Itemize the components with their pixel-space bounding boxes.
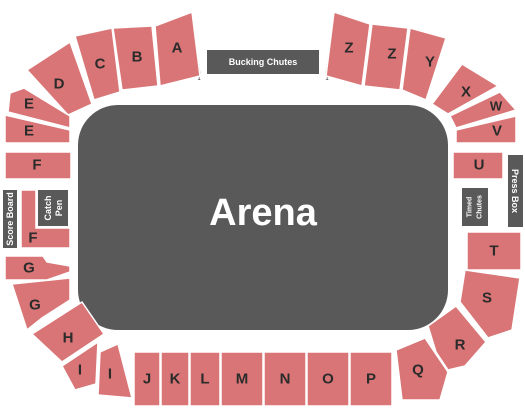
timed-chutes-label-2: Chutes [477,195,484,219]
catch-pen-label-2: Pen [54,200,64,217]
section-u[interactable] [452,151,504,180]
section-y[interactable] [401,27,447,102]
arena-label: Arena [209,192,318,234]
section-v[interactable] [455,115,517,144]
section-b[interactable] [112,25,159,91]
timed-chutes [462,188,488,226]
press-box-label: Press Box [510,169,520,213]
section-g-upper[interactable] [4,255,71,281]
section-i-left[interactable] [61,340,99,391]
section-s[interactable] [459,269,521,339]
catch-pen-label-1: Catch [43,195,53,220]
section-l[interactable] [189,351,221,407]
section-p[interactable] [349,351,393,407]
section-j[interactable] [133,351,161,407]
timed-chutes-label-1: Timed [467,197,474,218]
section-e-upper[interactable] [7,87,71,129]
bucking-chutes-label: Bucking Chutes [229,57,298,67]
score-board-label: Score Board [5,192,15,246]
section-e-lower[interactable] [4,114,71,144]
section-o[interactable] [306,351,350,407]
section-w[interactable] [448,91,518,129]
section-d[interactable] [25,40,93,116]
section-m[interactable] [220,351,264,407]
section-q[interactable] [395,337,449,401]
section-n[interactable] [263,351,307,407]
section-f-upper[interactable] [4,151,72,180]
press-box [508,155,523,227]
row-marker-bottom-left: 1 [197,76,201,82]
section-c[interactable] [74,27,121,101]
section-t[interactable] [466,231,522,271]
section-g-lower[interactable] [10,277,71,332]
catch-pen [38,190,68,226]
section-f-lower[interactable] [20,189,71,249]
row-marker-bottom-right: 1 [325,76,329,82]
section-h[interactable] [30,300,106,363]
arena-floor [78,105,448,330]
section-a[interactable] [154,10,201,87]
score-board [3,190,17,248]
bucking-chutes [207,50,319,74]
section-z-right[interactable] [363,23,409,91]
section-z-left[interactable] [325,10,371,87]
section-i-right[interactable] [97,342,133,399]
section-r[interactable] [427,304,487,371]
section-k[interactable] [160,351,190,407]
section-x[interactable] [430,63,500,115]
